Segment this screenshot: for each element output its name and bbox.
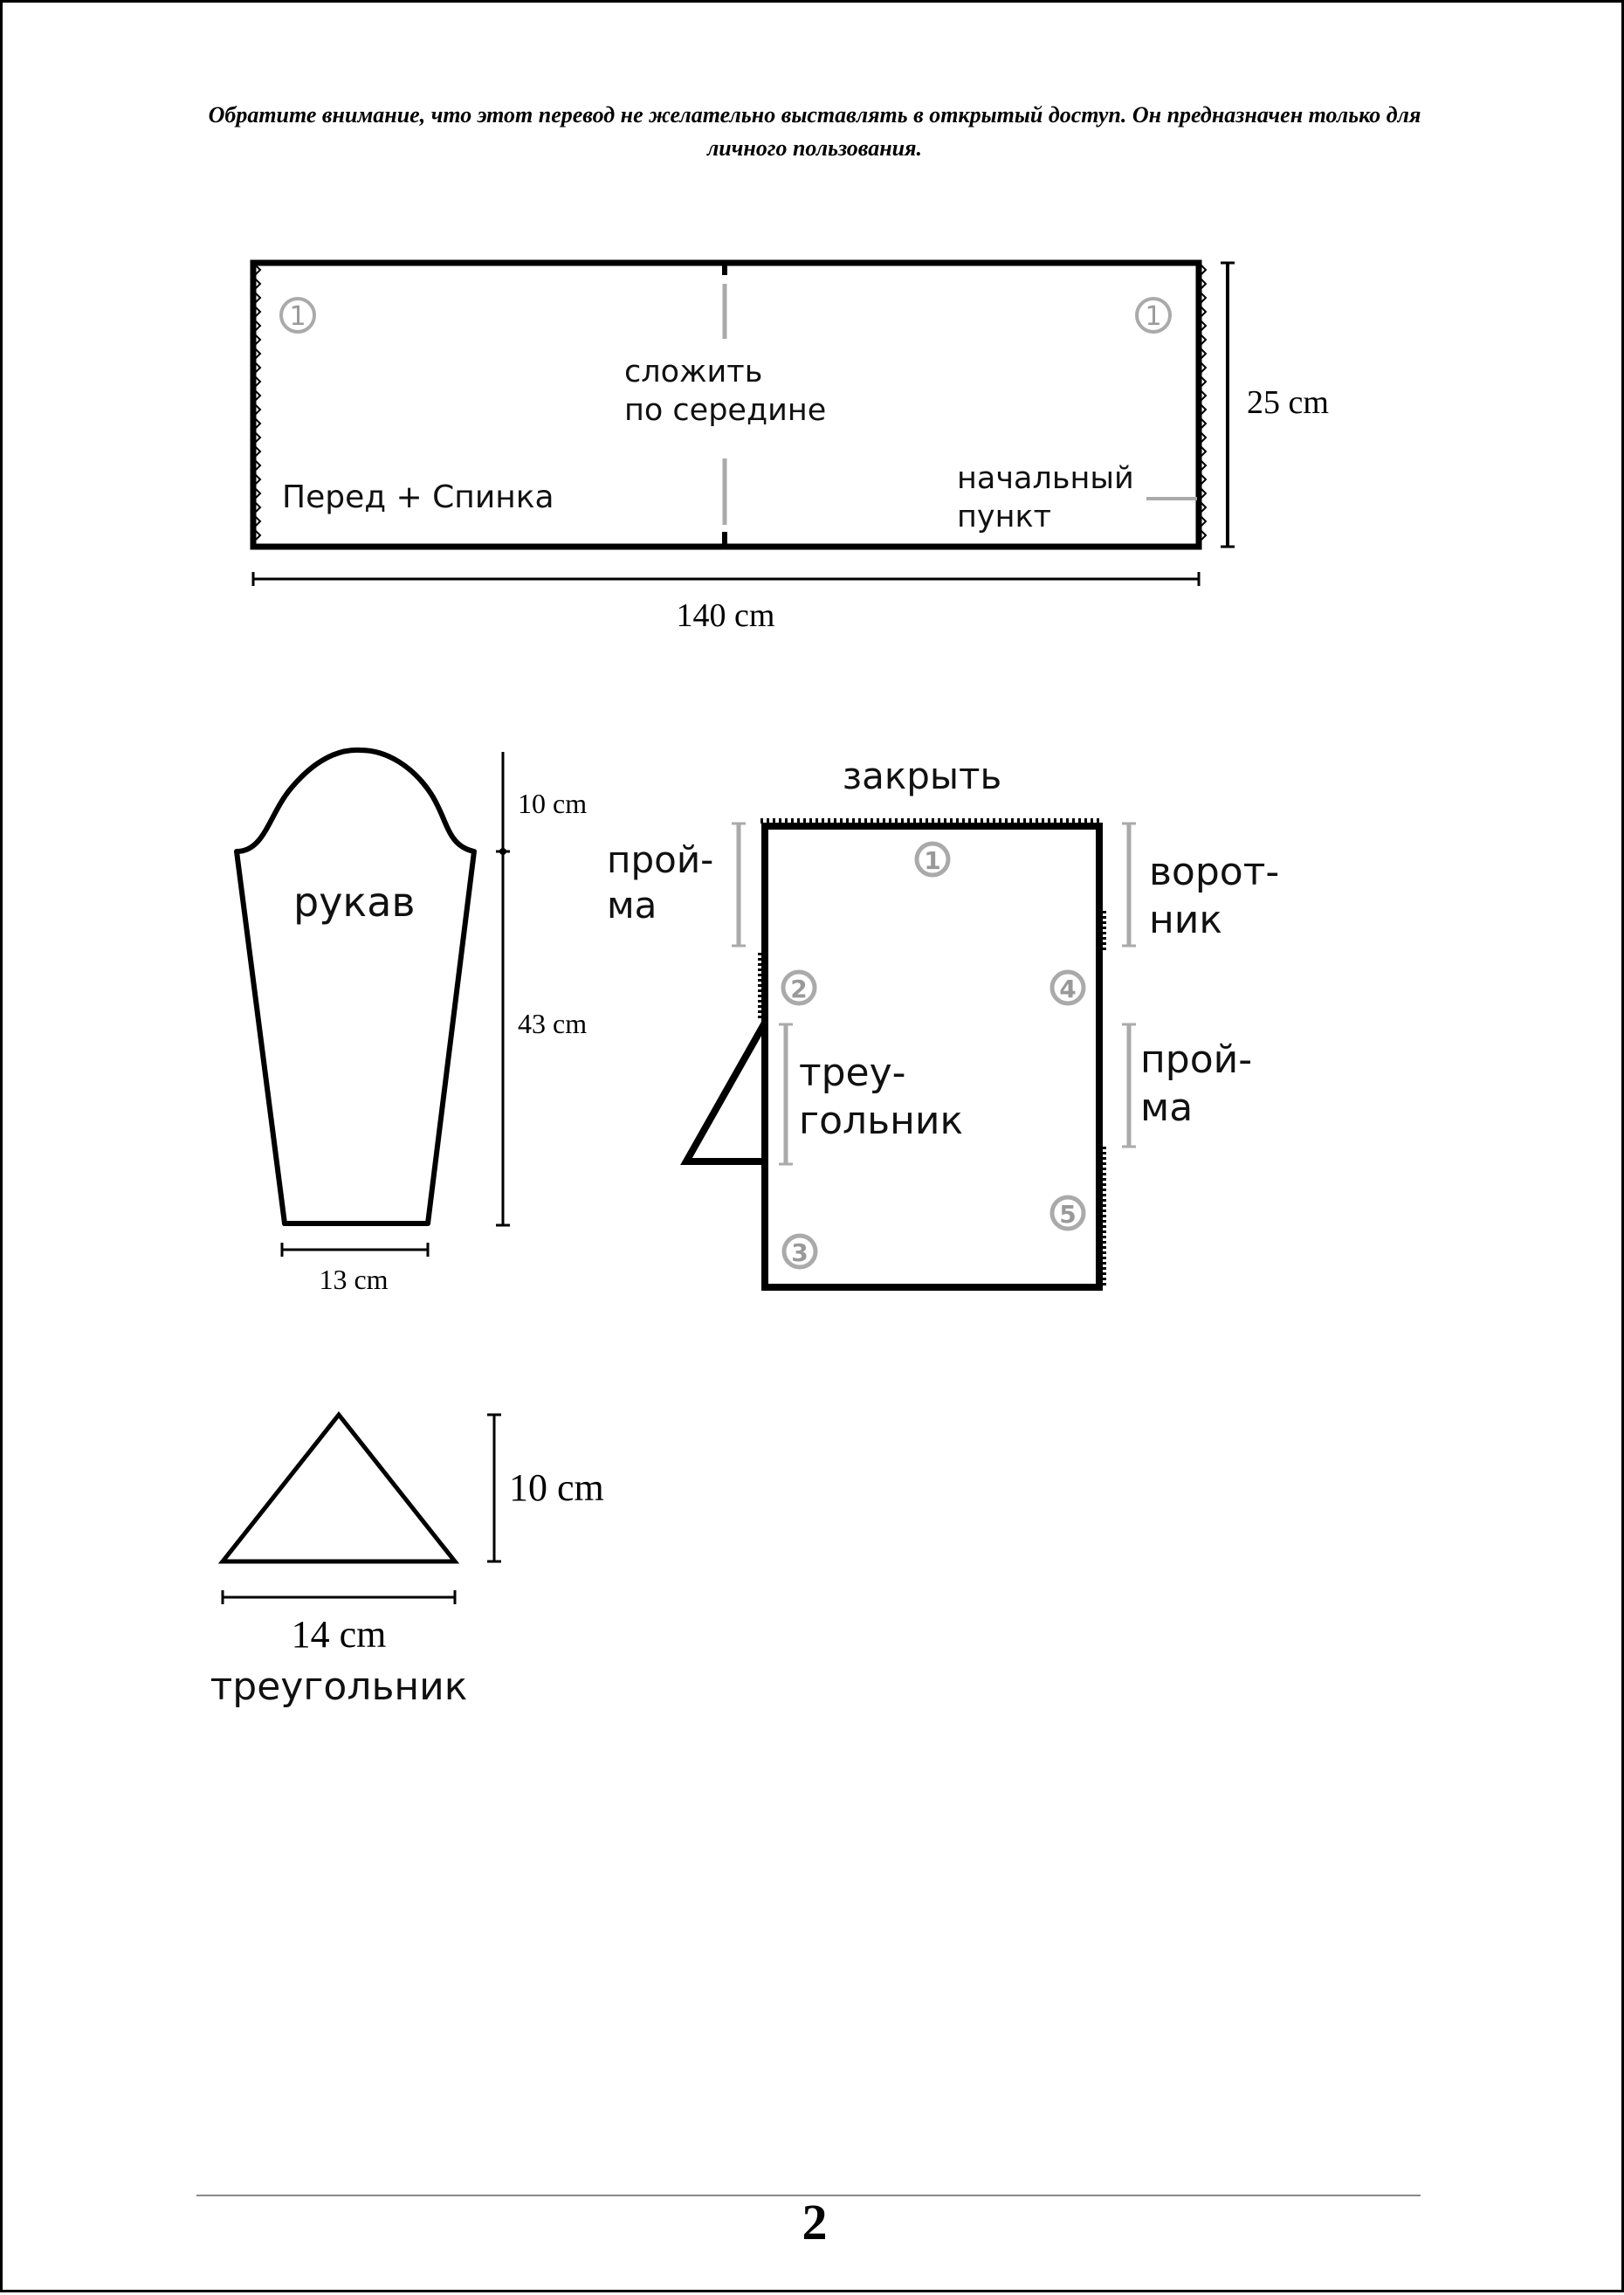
sleeve-name: рукав bbox=[293, 879, 416, 926]
fold-label-line1: сложить bbox=[624, 355, 762, 389]
sleeve-cap-height-label: 10 cm bbox=[518, 788, 587, 819]
left-armhole-line1: прой- bbox=[607, 838, 713, 881]
body-right-zigzag-edge bbox=[1197, 262, 1208, 543]
assembly-marker-3-circle bbox=[781, 1233, 818, 1270]
triangle-label-line1: треу- bbox=[799, 1051, 906, 1095]
notice-text: Обратите внимание, что этот перевод не ж… bbox=[208, 102, 1421, 161]
right-armhole-line2: ма bbox=[1140, 1085, 1193, 1130]
sleeve-outline bbox=[234, 747, 477, 1226]
assembly-marker-5-circle bbox=[1049, 1195, 1086, 1231]
triangle-height-label: 10 cm bbox=[509, 1466, 604, 1509]
left-armhole-line2: ма bbox=[607, 884, 657, 927]
assembly-marker-2-digit: 2 bbox=[790, 975, 807, 1003]
footer-divider bbox=[196, 2195, 1421, 2196]
collar-line2: ник bbox=[1149, 898, 1222, 942]
assembly-marker-5-digit: 5 bbox=[1059, 1200, 1076, 1229]
sleeve-bottom-width-label: 13 cm bbox=[319, 1264, 388, 1295]
collar-line1: ворот- bbox=[1149, 850, 1279, 894]
close-label: закрыть bbox=[843, 755, 1001, 797]
triangle-name: треугольник bbox=[210, 1664, 468, 1709]
assembly-marker-4-circle bbox=[1049, 969, 1086, 1006]
assembly-marker-1-digit: 1 bbox=[924, 846, 940, 875]
sleeve-piece: рукав 10 cm 43 cm 13 cm bbox=[234, 747, 587, 1295]
assembly-marker-1-circle bbox=[914, 841, 951, 878]
page-number: 2 bbox=[802, 2194, 828, 2250]
marker-1-left-circle bbox=[279, 297, 316, 334]
assembly-marker-3-digit: 3 bbox=[791, 1238, 808, 1267]
marker-1-right-circle bbox=[1135, 297, 1172, 334]
assembly-diagram: закрыть прой- ма треу- гольник ворот- bbox=[607, 755, 1279, 1291]
right-armhole-line1: прой- bbox=[1140, 1037, 1252, 1082]
body-rectangle bbox=[250, 259, 1202, 550]
marker-1-right-digit: 1 bbox=[1145, 301, 1161, 332]
body-piece-name: Перед + Спинка bbox=[282, 479, 554, 515]
fold-label-line2: по середине bbox=[624, 393, 826, 428]
triangle-base-label: 14 cm bbox=[292, 1613, 387, 1656]
assembly-marker-4-digit: 4 bbox=[1059, 975, 1076, 1003]
body-piece: 1 1 сложить по середине Перед + Спинка н… bbox=[250, 259, 1329, 634]
marker-1-left-digit: 1 bbox=[289, 301, 306, 332]
triangle-piece: 10 cm 14 cm треугольник bbox=[210, 1410, 604, 1709]
triangle-outline bbox=[217, 1410, 460, 1564]
attached-triangle bbox=[680, 1009, 768, 1165]
start-point-line2: пункт bbox=[957, 500, 1051, 534]
start-point-line1: начальный bbox=[957, 461, 1134, 496]
body-left-zigzag-edge bbox=[251, 262, 262, 543]
sleeve-length-label: 43 cm bbox=[518, 1008, 587, 1039]
assembly-marker-2-circle bbox=[781, 969, 817, 1006]
pattern-diagram: 1 1 сложить по середине Перед + Спинка н… bbox=[210, 259, 1329, 1709]
triangle-label-line2: гольник bbox=[799, 1099, 963, 1143]
body-height-label: 25 cm bbox=[1247, 384, 1329, 421]
body-width-label: 140 cm bbox=[677, 597, 775, 634]
